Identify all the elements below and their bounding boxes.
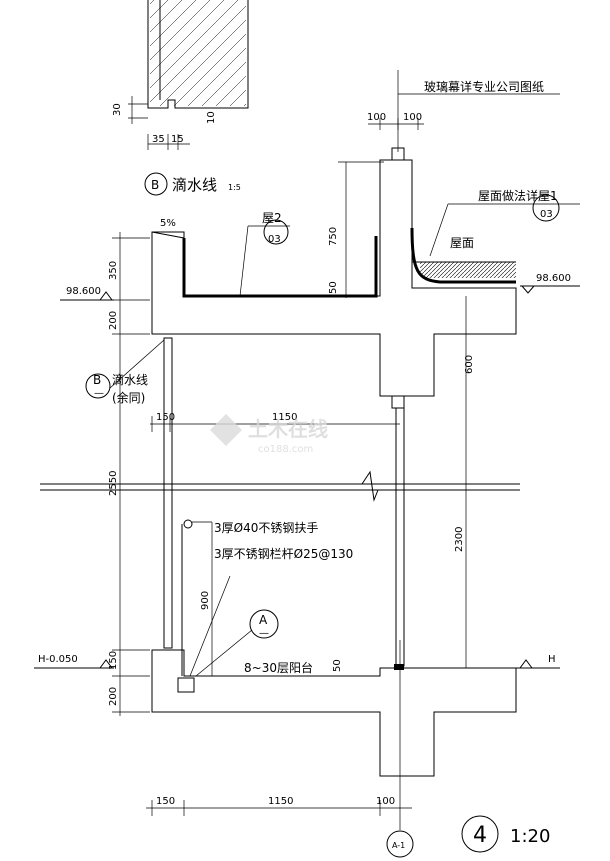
watermark-sub: co188.com <box>258 444 313 455</box>
dim-50-top: 50 <box>328 281 339 294</box>
watermark-main: 土木在线 <box>248 417 328 441</box>
ref-wu2: 屋2 <box>262 211 282 225</box>
detail-b: 30 10 35 15 B 滴水线 1:5 <box>112 0 249 196</box>
dim-100-left: 100 <box>367 112 386 123</box>
dim-200-top: 200 <box>108 311 119 330</box>
dim-2550: 2550 <box>108 471 119 496</box>
detail-number-circle <box>461 815 499 853</box>
watermark: 土木在线 co188.com <box>210 414 328 455</box>
balcony-note: 8~30层阳台 <box>244 660 313 675</box>
drip-bubble <box>85 373 111 399</box>
roof-insulation <box>420 262 516 278</box>
top-annotations: 100 100 玻璃幕详专业公司图纸 屋面做法详屋1 03 屋面 98.600 … <box>328 70 580 396</box>
upper-structure: 5% 屋2 03 <box>151 159 517 397</box>
detail-b-scale: 1:5 <box>228 183 241 192</box>
dim-750: 750 <box>328 227 339 246</box>
detail-number: 4 <box>473 823 487 848</box>
drip-bubble-sub: — <box>94 388 104 399</box>
dim-10: 10 <box>206 111 217 124</box>
waterproof-layer-left <box>182 236 378 298</box>
lower-structure <box>151 640 517 800</box>
dim-1150-bottom: 1150 <box>268 796 293 807</box>
handrail <box>183 519 193 529</box>
detail-b-hatch <box>150 0 246 106</box>
drip-label: 滴水线 <box>112 372 148 387</box>
dim-2300: 2300 <box>454 527 465 552</box>
dim-1150-mid: 1150 <box>272 412 297 423</box>
dim-600: 600 <box>464 355 475 374</box>
bubble-b <box>144 172 168 196</box>
ref-wu2-sheet: 03 <box>268 234 281 245</box>
roof-note-ref: 03 <box>540 209 553 220</box>
drip-note: (余同) <box>112 390 145 405</box>
glass-right <box>395 395 405 667</box>
dim-200-bottom: 200 <box>108 687 119 706</box>
elev-top: 98.600 <box>66 286 101 297</box>
axis-bubble <box>386 830 414 858</box>
dim-150-mid: 150 <box>156 412 175 423</box>
dim-100-bottom: 100 <box>376 796 395 807</box>
roof-elev: 98.600 <box>536 273 571 284</box>
dim-100-right: 100 <box>403 112 422 123</box>
railing-zone: 150 1150 3厚Ø40不锈钢扶手 3厚不锈钢栏杆Ø25@130 900 2… <box>40 337 560 677</box>
bottom-dimensions: 150 1150 100 A-1 4 1:20 <box>146 796 550 858</box>
left-dimensions: 350 200 98.600 B — 滴水线 (余同) 2550 H-0.050… <box>34 232 165 716</box>
dim-150-left: 150 <box>108 651 119 670</box>
roof-label: 屋面 <box>450 236 474 250</box>
elev-bottom: H-0.050 <box>38 654 78 665</box>
glass-left <box>163 337 173 649</box>
detail-scale: 1:20 <box>510 826 550 847</box>
detail-b-title: 滴水线 <box>172 176 217 194</box>
dim-150-bottom: 150 <box>156 796 175 807</box>
baluster-note: 3厚不锈钢栏杆Ø25@130 <box>214 546 353 561</box>
bubble-a-letter: A <box>259 613 268 627</box>
slope-label: 5% <box>160 218 176 229</box>
bubble-a <box>249 609 279 639</box>
dim-350: 350 <box>108 261 119 280</box>
dim-35: 35 <box>152 134 165 145</box>
dim-30: 30 <box>112 103 123 116</box>
dim-900: 900 <box>200 591 211 610</box>
dim-50-bottom: 50 <box>332 659 343 672</box>
bubble-a-sub: — <box>259 628 269 639</box>
drip-bubble-letter: B <box>93 373 101 387</box>
handrail-note: 3厚Ø40不锈钢扶手 <box>214 520 318 535</box>
lower-slab <box>151 649 517 777</box>
waterproof-layer-right <box>410 227 516 284</box>
curtain-wall-note: 玻璃幕详专业公司图纸 <box>424 79 544 94</box>
axis-label: A-1 <box>392 841 405 850</box>
bubble-b-letter: B <box>151 178 159 192</box>
roof-note: 屋面做法详屋1 <box>478 188 558 203</box>
dim-15: 15 <box>171 134 184 145</box>
elev-h: H <box>548 654 556 665</box>
